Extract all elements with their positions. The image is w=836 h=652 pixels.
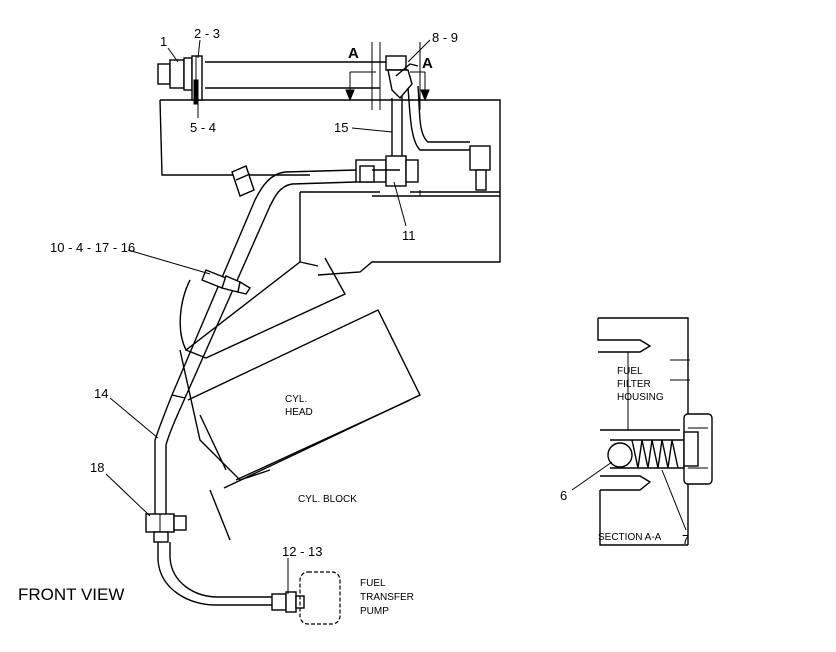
- leader-lines: [105, 39, 687, 594]
- label-filter-1: FUEL: [617, 366, 643, 377]
- label-filter-2: FILTER: [617, 379, 651, 390]
- upper-fuel-line: [205, 42, 421, 110]
- callout-11: 11: [402, 228, 416, 243]
- label-cyl-head-2: HEAD: [285, 407, 313, 418]
- label-pump-2: TRANSFER: [360, 592, 414, 603]
- fitting-right-upper: [385, 55, 419, 100]
- callout-12-13: 12 - 13: [282, 544, 322, 559]
- fitting-18: [145, 513, 187, 543]
- cylinder-head-block: [179, 257, 421, 541]
- label-pump-3: PUMP: [360, 606, 389, 617]
- callout-6: 6: [560, 488, 567, 503]
- tube-14: [154, 394, 186, 515]
- fitting-10-4-17-16: [201, 269, 251, 295]
- label-cyl-block: CYL. BLOCK: [298, 494, 357, 505]
- front-view-title: FRONT VIEW: [18, 585, 124, 604]
- vertical-tube-15: [391, 85, 491, 191]
- callout-7: 7: [682, 532, 689, 547]
- callout-14: 14: [94, 386, 108, 401]
- label-filter-3: HOUSING: [617, 392, 664, 403]
- section-title: SECTION A-A: [598, 532, 662, 543]
- fitting-left-upper: [157, 55, 203, 105]
- callout-2-3: 2 - 3: [194, 26, 220, 41]
- callout-8-9: 8 - 9: [432, 30, 458, 45]
- callout-15: 15: [334, 120, 348, 135]
- section-a-a-detail: [597, 317, 713, 546]
- section-arrows: [345, 71, 430, 102]
- diagonal-fuel-line: [171, 169, 357, 399]
- fuel-transfer-pump: [299, 571, 341, 625]
- section-marker-left: A: [348, 45, 359, 62]
- engine-block-outline: [159, 99, 501, 276]
- fitting-cluster-11: [355, 155, 419, 187]
- callout-1: 1: [160, 34, 167, 49]
- label-pump-1: FUEL: [360, 578, 386, 589]
- elbow-nozzle: [231, 165, 255, 197]
- callout-18: 18: [90, 460, 104, 475]
- section-marker-right: A: [422, 55, 433, 72]
- callout-5-4: 5 - 4: [190, 120, 216, 135]
- callout-10-4-17-16: 10 - 4 - 17 - 16: [50, 240, 135, 255]
- label-cyl-head-1: CYL.: [285, 394, 307, 405]
